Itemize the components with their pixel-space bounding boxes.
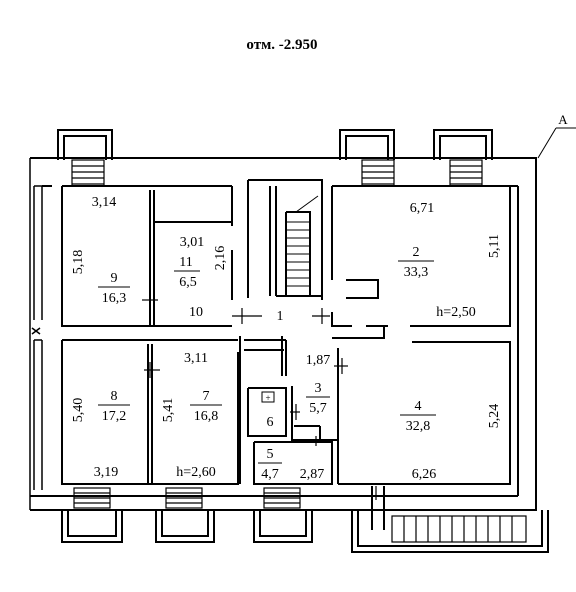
room-4-width: 6,26 [412,467,437,482]
room-7-number: 7 [203,389,210,404]
room-10-number: 10 [189,305,203,320]
room-7: 3,11 5,41 7 16,8 h=2,60 [161,351,222,480]
room-8-depth: 5,40 [71,398,86,423]
room-7-width: 3,11 [184,351,208,366]
room-4-depth: 5,24 [487,404,502,429]
room-5-width: 2,87 [300,467,325,482]
room-3-width: 1,87 [306,353,331,368]
window-grilles-top [71,159,483,187]
room-11: 3,01 2,16 11 6,5 [174,235,228,290]
room-4: 4 32,8 5,24 6,26 [400,399,502,482]
axis-a-marker: А [537,112,576,159]
room-7-depth: 5,41 [161,398,176,423]
window-grilles-bottom [73,487,301,509]
room-4-number: 4 [415,399,422,414]
room-4-area: 32,8 [406,419,431,434]
room-2-height: h=2,50 [436,305,475,320]
light-wells-top [57,129,493,160]
room-11-width: 3,01 [180,235,205,250]
room-2-width: 6,71 [410,201,435,216]
electrical-box-icon: + [261,391,275,403]
room-3-area: 5,7 [309,401,327,416]
light-wells-bottom [61,510,549,553]
room-11-number: 11 [179,255,192,270]
room-8-area: 17,2 [102,409,127,424]
room-5-area: 4,7 [261,467,279,482]
room-3-number: 3 [315,381,322,396]
room-9-depth: 5,18 [71,250,86,275]
interior-walls [61,179,511,485]
room-1-number: 1 [277,309,284,324]
left-strip [31,185,43,490]
room-9: 3,14 5,18 9 16,3 [71,195,130,306]
room-2: 6,71 5,11 2 33,3 h=2,50 [398,201,502,320]
room-5: 5 4,7 2,87 [258,447,324,482]
room-6-number: 6 [267,415,274,430]
room-2-number: 2 [413,245,420,260]
room-8-number: 8 [111,389,118,404]
elevation-title: отм. -2.950 [246,37,317,53]
room-2-depth: 5,11 [487,234,502,258]
room-11-area: 6,5 [179,275,197,290]
room-2-area: 33,3 [404,265,429,280]
room-7-height: h=2,60 [176,465,215,480]
room-9-area: 16,3 [102,291,127,306]
exterior-walls [29,157,537,511]
external-stair [371,486,527,543]
room-9-number: 9 [111,271,118,286]
room-3: 1,87 3 5,7 [306,353,331,416]
axis-label: А [558,112,568,127]
room-8-width: 3,19 [94,465,119,480]
room-7-area: 16,8 [194,409,219,424]
stair-treads [286,195,319,287]
svg-text:+: + [265,393,270,403]
room-9-width: 3,14 [92,195,117,210]
room-8: 5,40 8 17,2 3,19 [71,389,130,480]
room-5-number: 5 [267,447,274,462]
room-11-depth: 2,16 [213,246,228,271]
door-marks [142,292,377,500]
